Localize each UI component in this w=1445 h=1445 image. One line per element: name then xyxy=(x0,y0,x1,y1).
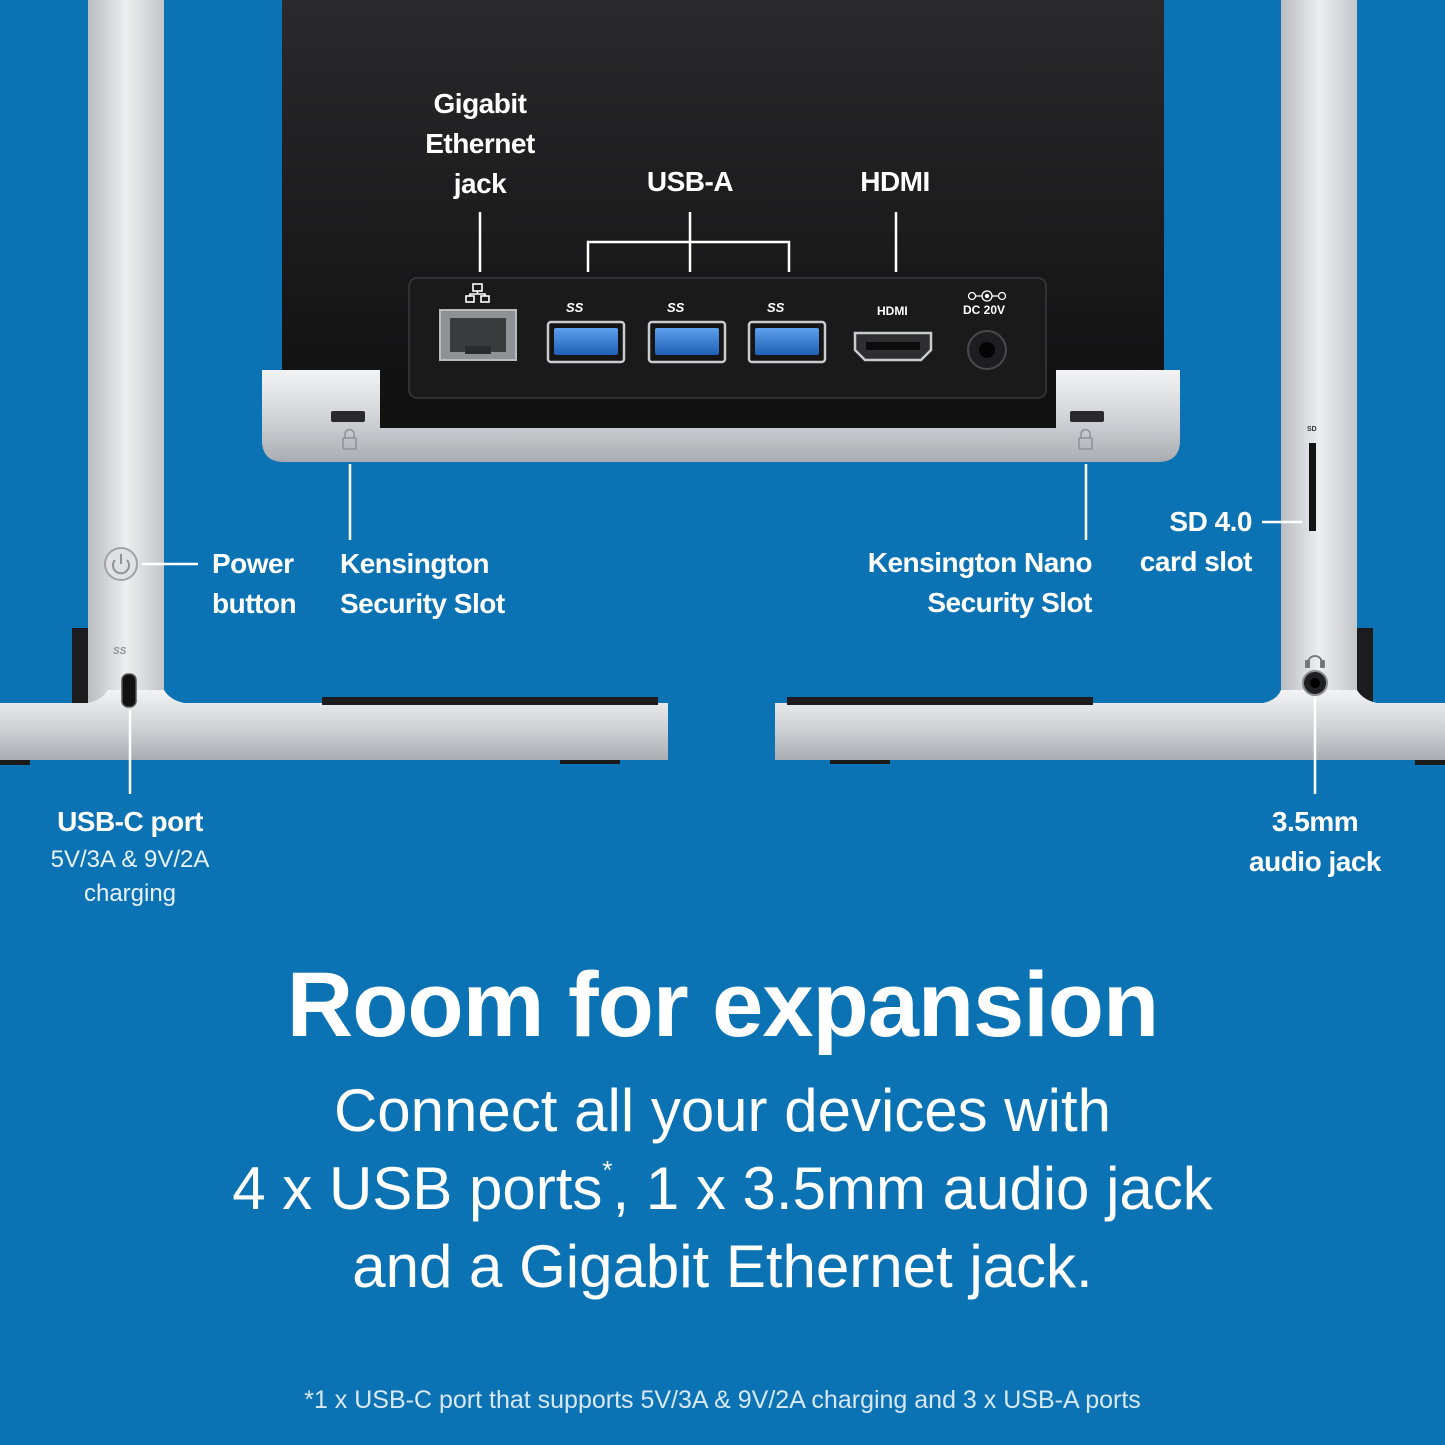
kensington-nano-label-line2: Security Slot xyxy=(927,587,1092,618)
audio-label-line1: 3.5mm xyxy=(1271,806,1359,837)
usb-a-port xyxy=(747,320,827,364)
ethernet-port xyxy=(439,309,517,361)
body-line-1: Connect all your devices with xyxy=(333,1077,1112,1144)
body-line-2b: , 1 x 3.5mm audio jack xyxy=(612,1155,1213,1222)
power-button-label: Power button xyxy=(212,544,297,624)
sd-marking: SD xyxy=(1307,426,1317,433)
kensington-slot xyxy=(331,411,365,422)
usb-c-sublabel-line1: 5V/3A & 9V/2A xyxy=(50,846,210,873)
footnote: *1 x USB-C port that supports 5V/3A & 9V… xyxy=(304,1386,1141,1414)
kensington-label-line1: Kensington xyxy=(340,548,489,579)
audio-jack-label: 3.5mm audio jack xyxy=(1215,802,1415,882)
callout-lines xyxy=(128,212,1317,794)
kensington-nano-slot xyxy=(1070,411,1104,422)
lock-icon xyxy=(342,428,357,450)
docking-station xyxy=(262,0,1180,462)
usb-c-label: USB-C port xyxy=(57,806,203,837)
hdmi-port xyxy=(853,331,933,362)
usb-a-port xyxy=(546,320,626,364)
usb-a-port xyxy=(647,320,727,364)
hdmi-label: HDMI xyxy=(860,166,930,197)
usb-a-label: USB-A xyxy=(646,166,734,197)
sd-label-line2: card slot xyxy=(1139,546,1253,577)
dc-marking: DC 20V xyxy=(963,303,1006,317)
usb-superspeed-icon: SS xyxy=(767,300,785,315)
kensington-label: Kensington Security Slot xyxy=(340,544,505,624)
sd-label-line1: SD 4.0 xyxy=(1169,506,1252,537)
body-line-2a: 4 x USB ports xyxy=(232,1155,603,1222)
power-icon xyxy=(112,554,130,575)
sd-slot-label: SD 4.0 card slot xyxy=(1100,502,1253,582)
headline: Room for expansion xyxy=(286,954,1159,1056)
left-stand xyxy=(0,0,668,765)
power-label-line2: button xyxy=(212,588,297,619)
usb-c-port xyxy=(121,673,137,708)
usb-c-sublabel: 5V/3A & 9V/2A charging xyxy=(0,843,260,911)
hdmi-marking: HDMI xyxy=(877,304,908,318)
power-label-line1: Power xyxy=(212,548,294,579)
ethernet-label-line3: jack xyxy=(453,168,507,199)
network-icon xyxy=(465,283,490,303)
right-stand xyxy=(775,0,1445,765)
ethernet-label: Gigabit Ethernet jack xyxy=(400,84,560,204)
ethernet-label-line1: Gigabit xyxy=(433,88,527,119)
body-line-3: and a Gigabit Ethernet jack. xyxy=(352,1233,1093,1300)
usb-superspeed-icon: SS xyxy=(113,646,127,657)
headphones-icon xyxy=(1305,655,1325,668)
body-text: Connect all your devices with 4 x USB po… xyxy=(0,1072,1445,1306)
usb-superspeed-icon: SS xyxy=(667,300,685,315)
kensington-nano-label: Kensington Nano Security Slot xyxy=(790,543,1093,623)
usb-superspeed-icon: SS xyxy=(566,300,584,315)
ethernet-label-line2: Ethernet xyxy=(425,128,535,159)
body-line-2: 4 x USB ports*, 1 x 3.5mm audio jack xyxy=(0,1150,1445,1228)
kensington-nano-label-line1: Kensington Nano xyxy=(867,547,1093,578)
footnote-marker: * xyxy=(602,1155,613,1185)
sd-card-slot xyxy=(1309,443,1316,531)
dc-polarity-icon xyxy=(967,290,1007,302)
audio-label-line2: audio jack xyxy=(1249,846,1381,877)
usb-c-sublabel-line2: charging xyxy=(83,880,177,907)
lock-icon xyxy=(1078,428,1093,450)
kensington-label-line2: Security Slot xyxy=(340,588,505,619)
